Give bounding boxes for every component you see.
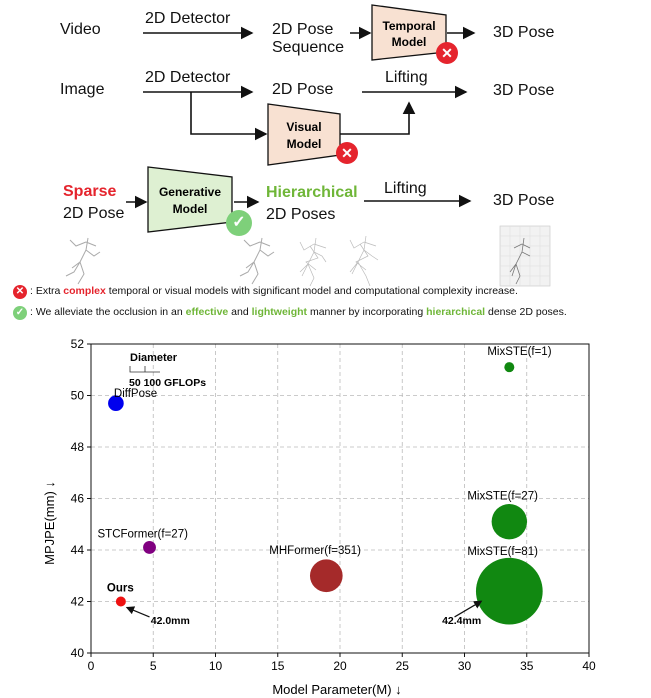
chart-ticks: 0 5 10 15 20 25 30 35 40 40 42 44 46 48 50 52 (71, 337, 596, 673)
legend-x-icon: ✕ (13, 285, 27, 299)
point-label: Ours (107, 583, 134, 595)
row1-detector: 2D Detector (145, 10, 231, 27)
y-tick-label: 50 (71, 389, 85, 403)
row1-output: 3D Pose (493, 24, 555, 41)
temporal-model-line1: Temporal (382, 19, 435, 33)
3d-pose-grid-figure (499, 225, 551, 287)
generative-model-shape (147, 166, 233, 233)
row2-branch-in (190, 92, 268, 141)
row3-hier-label: Hierarchical (266, 184, 358, 201)
x-tick-label: 40 (582, 659, 596, 673)
legend-1-pre: : Extra (30, 285, 64, 297)
chart-annotations: 42.0mm 42.4mm (125, 600, 483, 627)
x-tick-label: 25 (396, 659, 410, 673)
row2-x-badge: ✕ (336, 142, 358, 164)
temporal-model-line2: Model (392, 35, 427, 49)
y-tick-label: 42 (71, 595, 85, 609)
size-legend: Diameter 50 100 GFLOPs (129, 352, 206, 389)
x-tick-label: 5 (150, 659, 157, 673)
legend-line-1: : Extra complex temporal or visual model… (30, 285, 518, 297)
row3-hier-poses: 2D Poses (266, 206, 336, 223)
generative-model-line2: Model (173, 202, 208, 216)
point-label: MixSTE(f=1) (487, 346, 551, 358)
legend-2-pre: : We alleviate the occlusion in an (30, 306, 186, 318)
data-point (504, 362, 515, 373)
row2-pose: 2D Pose (272, 81, 334, 98)
x-tick-label: 15 (271, 659, 285, 673)
legend-1-post: temporal or visual models with significa… (105, 285, 518, 297)
row1-x-badge: ✕ (436, 42, 458, 64)
row2-input: Image (60, 81, 105, 98)
chart-point-labels: DiffPose MixSTE(f=1) MixSTE(f=27) STCFormer… (98, 346, 552, 594)
row3-output: 3D Pose (493, 192, 555, 209)
point-label: STCFormer(f=27) (98, 528, 189, 540)
data-point (309, 559, 343, 593)
data-point (491, 503, 528, 540)
y-tick-label: 40 (71, 646, 85, 660)
annotation-label: 42.4mm (442, 615, 481, 627)
visual-model-shape (267, 103, 341, 166)
y-tick-label: 46 (71, 492, 85, 506)
row3-sparse-pose: 2D Pose (63, 205, 125, 222)
legend-2-hl-hierarchical: hierarchical (426, 306, 486, 318)
row2-lifting: Lifting (385, 69, 428, 86)
y-tick-label: 48 (71, 440, 85, 454)
row2-output: 3D Pose (493, 82, 555, 99)
row3-sparse-label: Sparse (63, 183, 117, 200)
x-tick-label: 30 (458, 659, 472, 673)
point-label: MixSTE(f=27) (467, 491, 538, 503)
data-point (115, 596, 126, 607)
generated-pose-figure (239, 237, 275, 285)
chart-points (108, 362, 543, 625)
row3-lifting: Lifting (384, 180, 427, 197)
size-legend-title: Diameter (130, 352, 178, 364)
point-label: MixSTE(f=81) (467, 546, 538, 558)
y-tick-label: 52 (71, 337, 85, 351)
y-axis-label: MPJPE(mm) ↓ (42, 481, 57, 565)
data-point (475, 557, 543, 625)
mixste-arrow (454, 600, 483, 618)
point-label: DiffPose (114, 388, 157, 400)
row2-branch-out (340, 101, 416, 135)
legend-line-2: : We alleviate the occlusion in an effec… (30, 306, 567, 318)
legend-2-hl-effective: effective (185, 306, 229, 318)
legend-2-hl-lightweight: lightweight (251, 306, 308, 318)
visual-model-line1: Visual (286, 120, 321, 134)
row1-pose-line2: Sequence (272, 39, 345, 56)
row1-pose-line1: 2D Pose (272, 21, 334, 38)
chart-frame (90, 343, 590, 654)
ours-arrow (125, 606, 150, 618)
legend-2-mid2: manner by incorporating (307, 306, 427, 318)
x-tick-label: 20 (333, 659, 347, 673)
data-point (108, 395, 124, 412)
annotation-label: 42.0mm (151, 615, 190, 627)
legend-2-mid1: and (228, 306, 252, 318)
point-label: MHFormer(f=351) (269, 545, 361, 557)
visual-model-line2: Model (287, 137, 322, 151)
size-legend-labels: 50 100 GFLOPs (129, 377, 206, 389)
y-tick-label: 44 (71, 543, 85, 557)
row2-detector: 2D Detector (145, 69, 231, 86)
row1-input: Video (60, 21, 101, 38)
legend-1-highlight: complex (63, 285, 106, 297)
x-tick-label: 10 (209, 659, 223, 673)
generative-model-line1: Generative (159, 185, 221, 199)
hierarchical-pose-figure-2 (349, 235, 379, 287)
legend-check-icon: ✓ (13, 306, 27, 320)
diagram-arrows: Temporal Model Visual Model Generative M… (65, 4, 551, 287)
sparse-pose-figure (65, 237, 101, 285)
row3-check-badge: ✓ (226, 210, 252, 236)
size-legend-bracket (129, 366, 160, 373)
x-axis-label: Model Parameter(M) ↓ (272, 682, 401, 697)
data-point (143, 540, 156, 554)
x-tick-label: 35 (520, 659, 534, 673)
legend-2-post: dense 2D poses. (485, 306, 567, 318)
hierarchical-pose-figure-1 (299, 237, 327, 287)
x-tick-label: 0 (88, 659, 95, 673)
